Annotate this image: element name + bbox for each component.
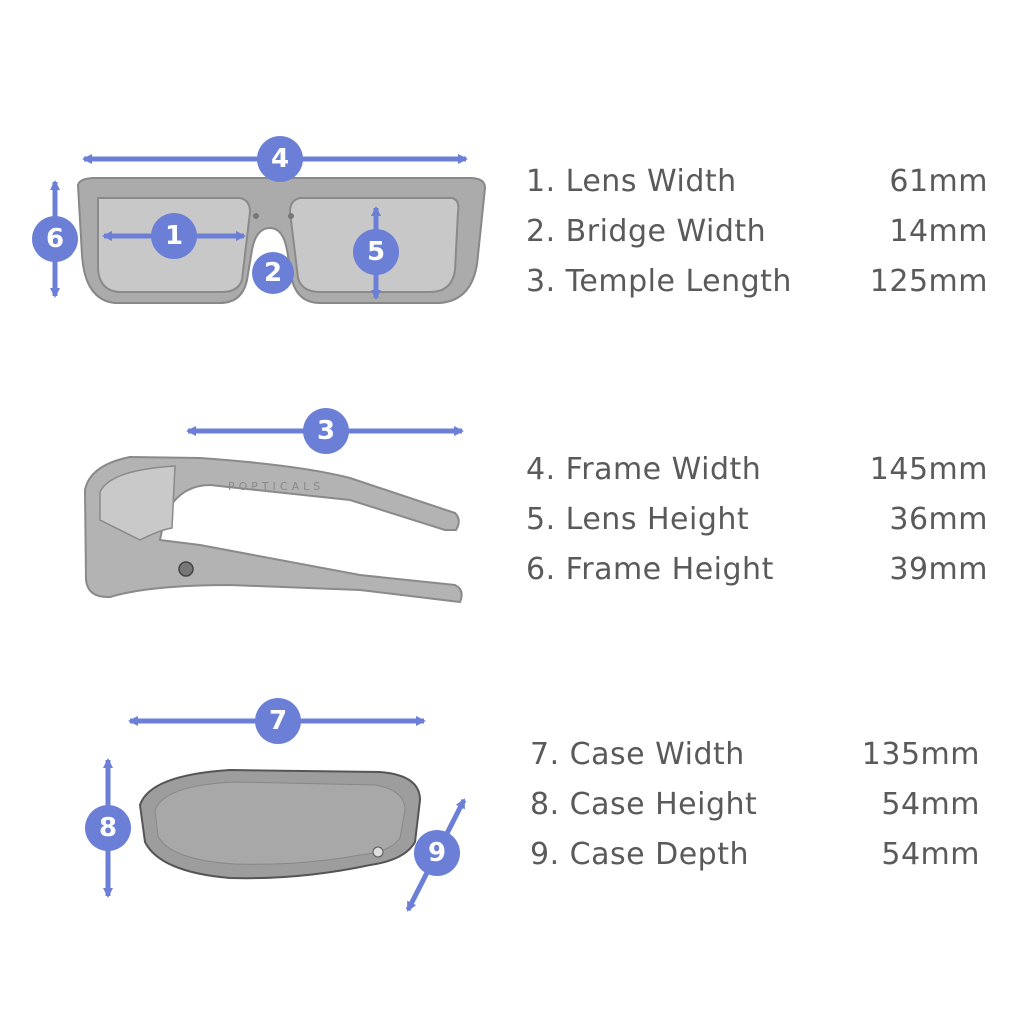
spec-group-frame: 1. Lens Width 61mm 2. Bridge Width 14mm 3.… <box>526 157 988 307</box>
spec-value: 36mm <box>889 502 988 537</box>
badge-7-label: 7 <box>269 706 287 736</box>
spec-label: 6. Frame Height <box>526 552 774 587</box>
badge-6: 6 <box>32 216 78 262</box>
side-view-glasses: POPTICALS <box>83 455 463 604</box>
spec-label: 9. Case Depth <box>530 837 749 872</box>
badge-2-label: 2 <box>264 258 282 288</box>
spec-row: 4. Frame Width 145mm <box>526 445 988 495</box>
spec-label: 4. Frame Width <box>526 452 762 487</box>
spec-label: 7. Case Width <box>530 737 745 772</box>
badge-9-label: 9 <box>428 838 446 868</box>
spec-row: 8. Case Height 54mm <box>530 780 980 830</box>
spec-group-case: 7. Case Width 135mm 8. Case Height 54mm 9.… <box>530 730 980 880</box>
badge-7: 7 <box>255 698 301 744</box>
glasses-case <box>138 768 422 880</box>
spec-label: 8. Case Height <box>530 787 758 822</box>
badge-5-label: 5 <box>367 237 385 267</box>
spec-row: 6. Frame Height 39mm <box>526 545 988 595</box>
badge-8: 8 <box>85 805 131 851</box>
spec-value: 61mm <box>889 164 988 199</box>
badge-5: 5 <box>353 229 399 275</box>
spec-value: 14mm <box>889 214 988 249</box>
spec-value: 39mm <box>889 552 988 587</box>
spec-row: 2. Bridge Width 14mm <box>526 207 988 257</box>
spec-label: 5. Lens Height <box>526 502 750 537</box>
badge-2: 2 <box>252 252 294 294</box>
badge-8-label: 8 <box>99 813 117 843</box>
badge-9: 9 <box>414 830 460 876</box>
badge-4: 4 <box>257 136 303 182</box>
spec-row: 7. Case Width 135mm <box>530 730 980 780</box>
badge-1-label: 1 <box>165 221 183 251</box>
spec-group-dimensions: 4. Frame Width 145mm 5. Lens Height 36mm 6… <box>526 445 988 595</box>
spec-value: 54mm <box>881 837 980 872</box>
spec-row: 1. Lens Width 61mm <box>526 157 988 207</box>
spec-label: 2. Bridge Width <box>526 214 767 249</box>
spec-value: 145mm <box>869 452 988 487</box>
spec-value: 125mm <box>869 264 988 299</box>
spec-row: 5. Lens Height 36mm <box>526 495 988 545</box>
badge-3-label: 3 <box>317 416 335 446</box>
badge-4-label: 4 <box>271 144 289 174</box>
spec-value: 135mm <box>861 737 980 772</box>
spec-label: 1. Lens Width <box>526 164 737 199</box>
spec-value: 54mm <box>881 787 980 822</box>
spec-label: 3. Temple Length <box>526 264 792 299</box>
badge-3: 3 <box>303 408 349 454</box>
brand-logo-text: POPTICALS <box>228 480 324 493</box>
spec-row: 9. Case Depth 54mm <box>530 830 980 880</box>
spec-row: 3. Temple Length 125mm <box>526 257 988 307</box>
badge-1: 1 <box>151 213 197 259</box>
badge-6-label: 6 <box>46 224 64 254</box>
